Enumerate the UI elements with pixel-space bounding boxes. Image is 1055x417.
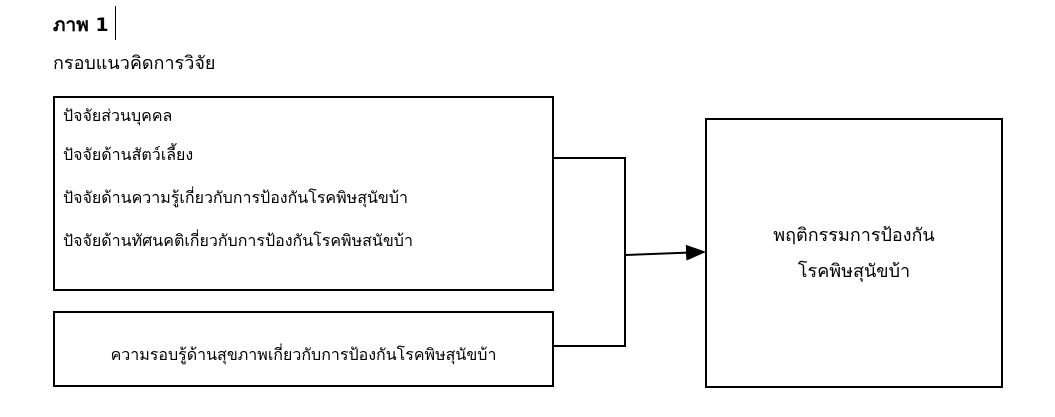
arrow	[624, 244, 706, 261]
factor-item: ปัจจัยด้านทัศนคติเกี่ยวกับการป้องกันโรคพ…	[63, 231, 413, 250]
outcome-box: พฤติกรรมการป้องกัน โรคพิษสุนัขบ้า	[705, 118, 1003, 388]
outcome-line-1: พฤติกรรมการป้องกัน	[773, 225, 935, 246]
figure-subtitle: กรอบแนวคิดการวิจัย	[53, 53, 216, 74]
factor-item: ปัจจัยด้านสัตว์เลี้ยง	[63, 145, 194, 164]
health-literacy-box: ความรอบรู้ด้านสุขภาพเกี่ยวกับการป้องกันโ…	[53, 311, 554, 387]
health-literacy-label: ความรอบรู้ด้านสุขภาพเกี่ยวกับการป้องกันโ…	[110, 345, 497, 364]
factor-item: ปัจจัยด้านความรู้เกี่ยวกับการป้องกันโรคพ…	[63, 188, 408, 207]
text-cursor	[115, 6, 116, 40]
outcome-line-2: โรคพิษสุนัขบ้า	[797, 261, 911, 282]
factor-item: ปัจจัยส่วนบุคคล	[63, 106, 173, 125]
connector-bracket	[554, 157, 626, 347]
outcome-label: พฤติกรรมการป้องกัน โรคพิษสุนัขบ้า	[707, 218, 1001, 290]
figure-title: ภาพ 1	[53, 14, 109, 36]
independent-factors-box: ปัจจัยส่วนบุคคล ปัจจัยด้านสัตว์เลี้ยง ปั…	[53, 96, 554, 291]
